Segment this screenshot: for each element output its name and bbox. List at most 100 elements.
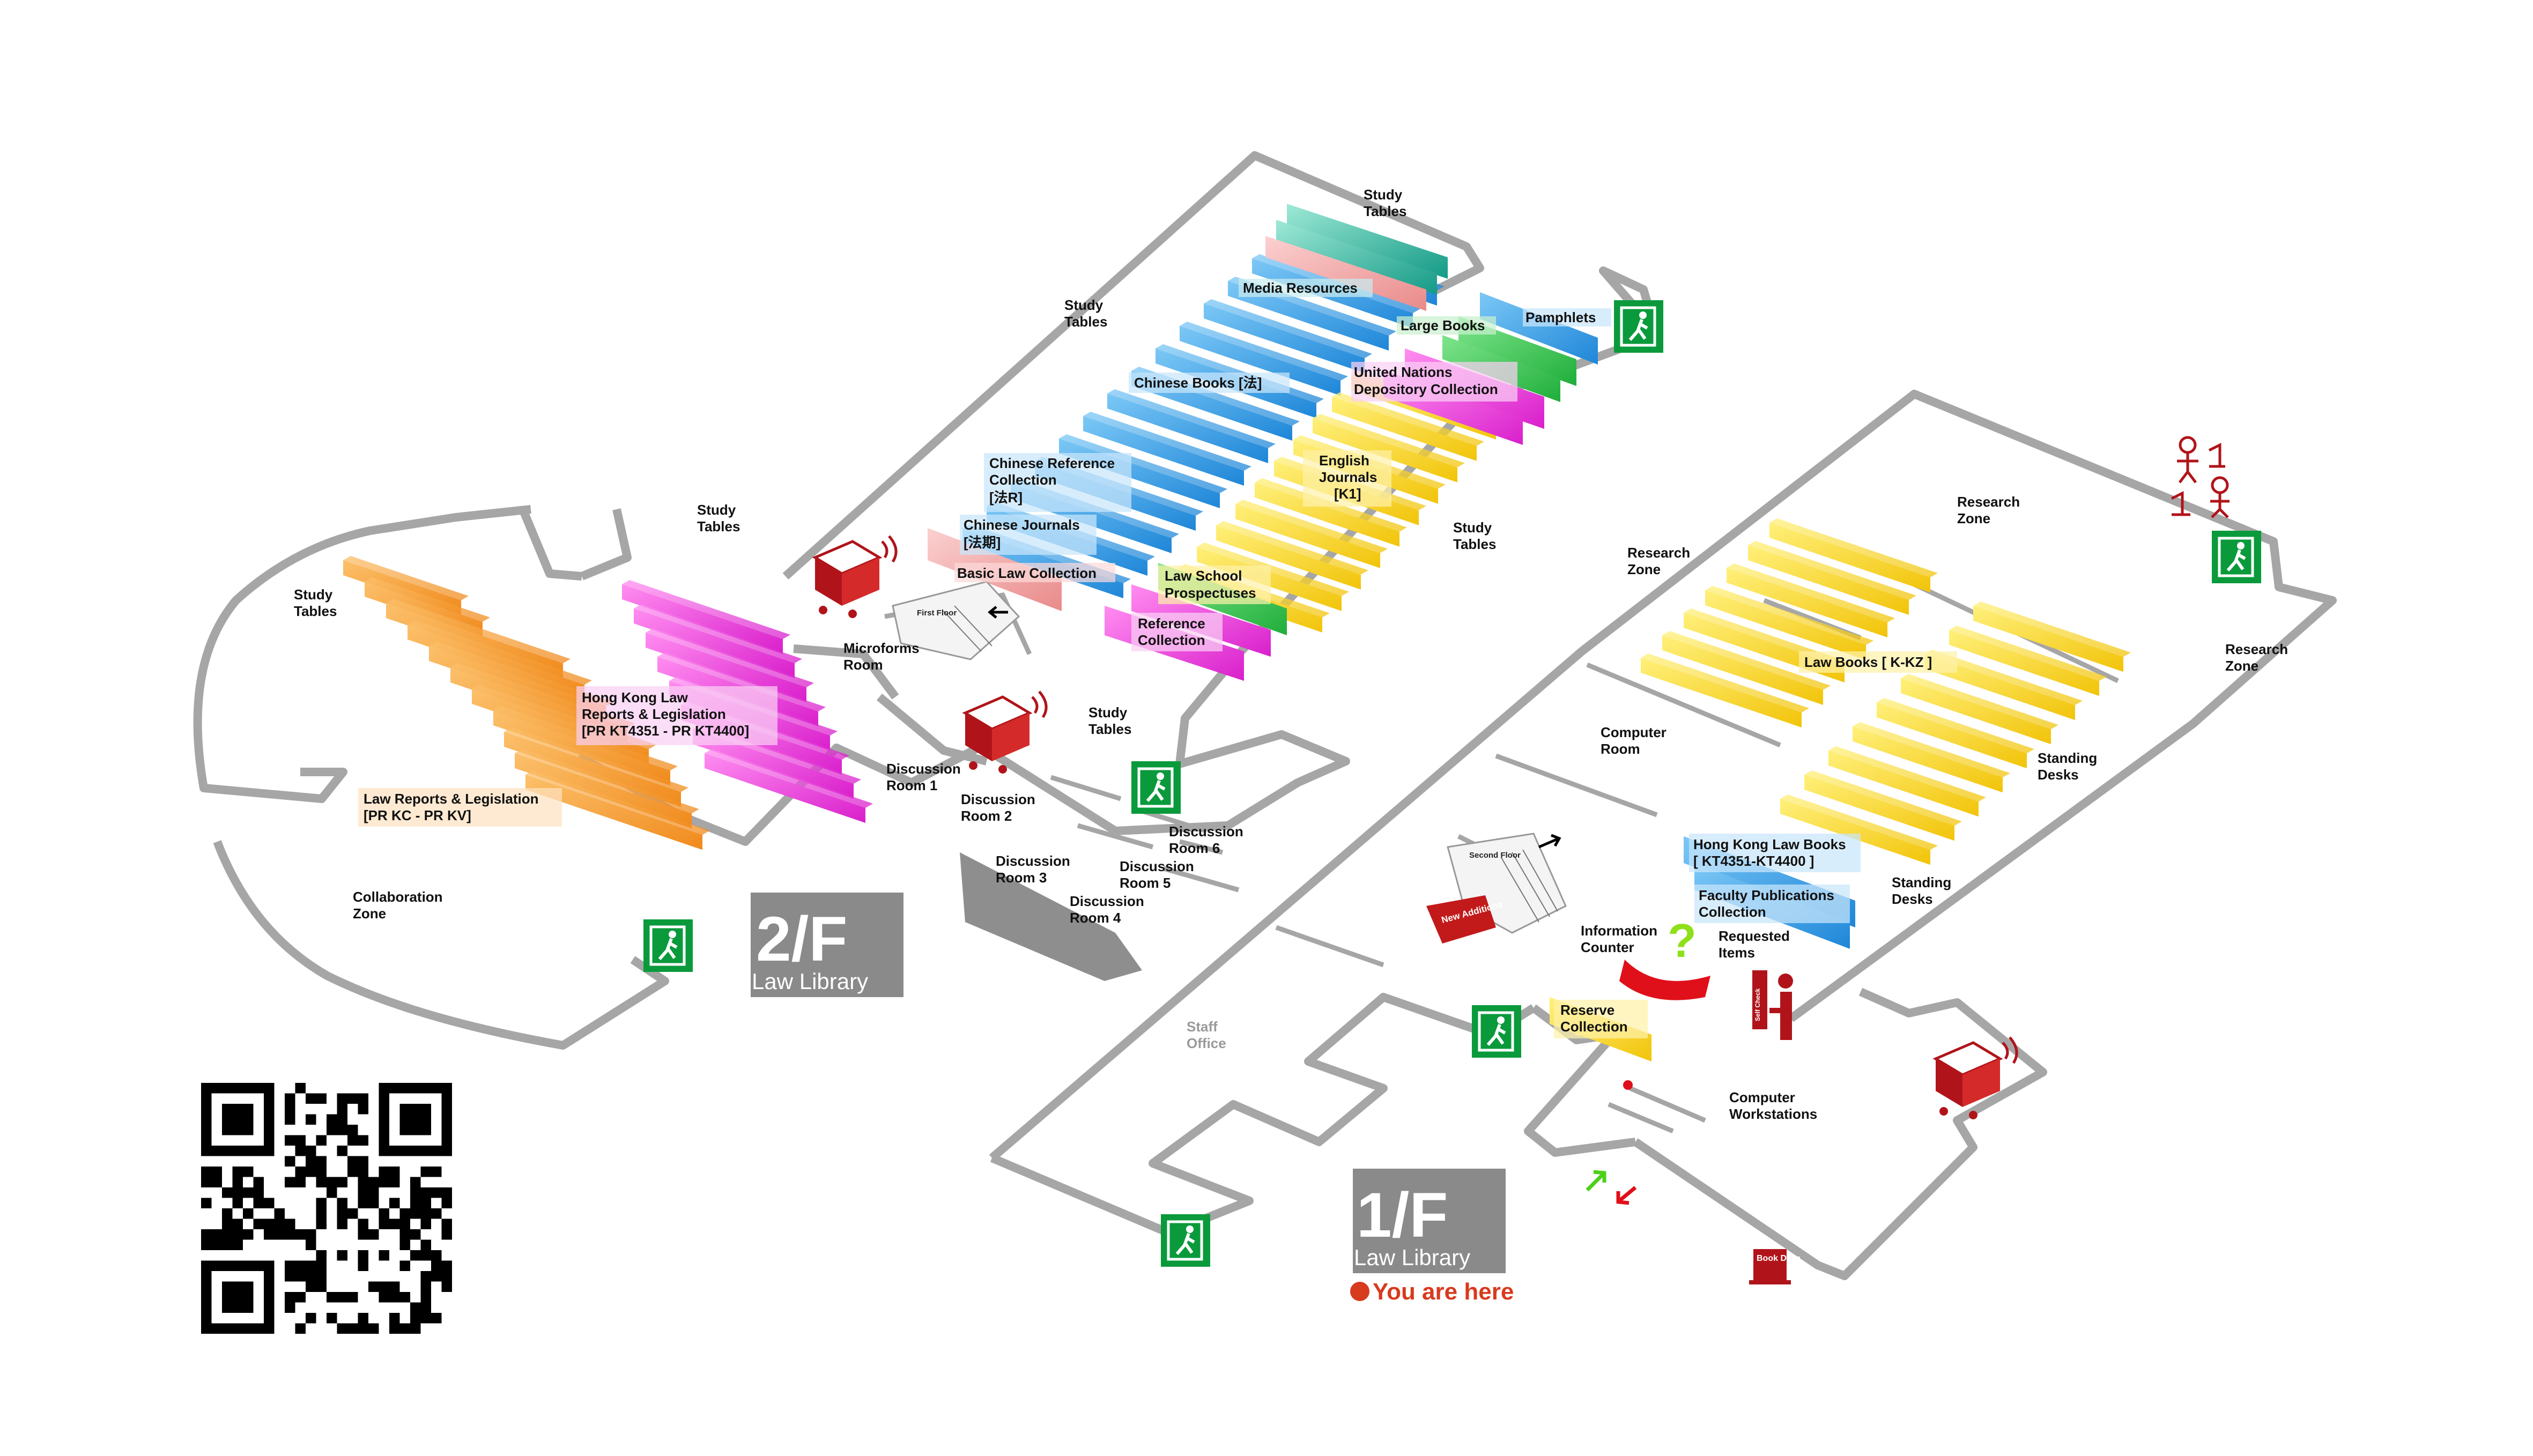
arrow-to-first-floor-icon [988, 606, 1008, 619]
emergency-exit-icon [2212, 531, 2261, 583]
bookshelf [1949, 626, 2107, 696]
label-basic-law: Basic Law Collection [957, 565, 1097, 581]
emergency-exit-icon [643, 919, 693, 972]
svg-text:Self Check: Self Check [1754, 988, 1761, 1021]
bookshelf [646, 628, 814, 702]
bookshelf [1804, 770, 1962, 841]
book-drop-icon[interactable] [1749, 1249, 1791, 1284]
emergency-exit-icon [1614, 300, 1663, 353]
entrance-arrow-icon [1586, 1170, 1606, 1192]
svg-text:Law Library: Law Library [1354, 1245, 1470, 1270]
bookshelf [1973, 601, 2131, 672]
emergency-exits [643, 300, 2261, 1267]
label-large-books: Large Books [1401, 317, 1485, 333]
printer-copier-icon[interactable] [1932, 1036, 2018, 1119]
discussion-rooms-block [960, 852, 1142, 981]
bookshelf [1313, 414, 1465, 482]
bookshelf [1748, 541, 1916, 615]
bookshelf [1901, 674, 2058, 745]
bookshelf [1780, 794, 1938, 865]
bookshelf [705, 749, 873, 823]
printer-copier-icon[interactable] [812, 535, 898, 618]
shelves-media-resources [1265, 204, 1448, 311]
label-law-reports: Law Reports & Legislation[PR KC - PR KV] [364, 791, 539, 823]
information-question-icon: ? [1668, 914, 1697, 967]
collection-labels: Media Resources Pamphlets Large Books Ch… [358, 279, 1957, 1038]
bookshelf [1083, 412, 1251, 486]
bookshelf [1235, 500, 1388, 568]
bookshelf [1332, 392, 1484, 461]
label-hk-law-books: Hong Kong Law Books[ KT4351-KT4400 ] [1693, 836, 1846, 869]
label-media-resources: Media Resources [1243, 280, 1358, 296]
svg-text:2/F: 2/F [756, 904, 848, 975]
svg-text:Law Library: Law Library [752, 969, 868, 994]
shelves-law-books [1641, 518, 2131, 865]
printer-copier-icon[interactable] [962, 690, 1048, 774]
second-floor-badge: 2/F Law Library [751, 893, 903, 997]
shelves-pamphlets [1480, 292, 1598, 365]
label-chinese-books: Chinese Books [法] [1134, 375, 1262, 391]
book-drop-label: Book Drop [1757, 1254, 1801, 1263]
first-floor-badge: 1/F Law Library [1353, 1169, 1506, 1273]
label-chinese-journals: Chinese Journals[法期] [964, 517, 1080, 551]
first-floor-walls [989, 390, 2337, 1280]
stairs-second-floor-label: Second Floor [1469, 851, 1521, 860]
arrow-to-second-floor-icon [1538, 834, 1561, 849]
bookshelf [1662, 631, 1831, 705]
printers [812, 535, 2018, 1119]
information-counter-desk [1619, 960, 1710, 1000]
bookshelf [1727, 563, 1895, 637]
bookshelf [1705, 586, 1873, 660]
label-law-books: Law Books [ K-KZ ] [1804, 654, 1932, 670]
bookshelf [1877, 698, 2034, 769]
new-additions-display: New Additions [1426, 895, 1503, 944]
emergency-exit-icon [1472, 1005, 1521, 1058]
qr-code-icon[interactable] [198, 1080, 455, 1336]
self-check-kiosk-icon[interactable]: Self Check [1752, 970, 1793, 1040]
bookshelf [1107, 389, 1276, 463]
emergency-exit-icon [1131, 761, 1181, 814]
stairs-first-floor-label: First Floor [917, 608, 957, 618]
you-are-here-dot [1350, 1282, 1369, 1301]
bookshelf [1853, 722, 2010, 793]
bookshelf [622, 580, 790, 654]
research-zone-people-icon [2171, 436, 2230, 518]
label-pamphlets: Pamphlets [1525, 309, 1596, 325]
bookshelf [1828, 746, 1986, 817]
svg-text:1/F: 1/F [1357, 1180, 1448, 1251]
bookshelf [634, 604, 802, 678]
bookshelf [1925, 650, 2083, 720]
